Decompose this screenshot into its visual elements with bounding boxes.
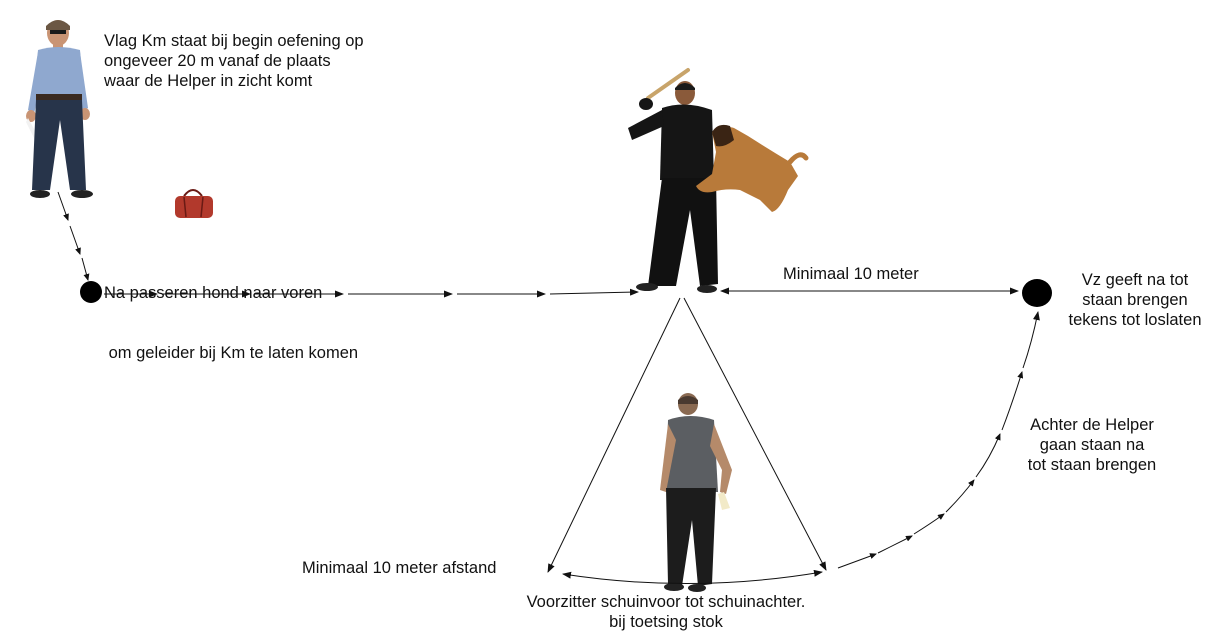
judge-note-line-3: tekens tot loslaten: [1068, 311, 1202, 329]
distance-label-bottom: Minimaal 10 meter afstand: [302, 559, 497, 577]
behind-helper-note-line-3: tot staan brengen: [1027, 456, 1157, 474]
handler-to-start-arrow: [57, 191, 90, 281]
flag-note-line-2: ongeveer 20 m vanaf de plaats: [104, 52, 331, 70]
flag-note-line-3: waar de Helper in zicht komt: [104, 72, 313, 90]
behind-helper-note-line-1: Achter de Helper: [1030, 416, 1154, 434]
pass-note: Na passeren hond naar voren om geleider …: [104, 243, 358, 383]
judge-note-line-2: staan brengen: [1082, 291, 1188, 309]
distance-label-right: Minimaal 10 meter: [783, 265, 919, 283]
flag-note: Vlag Km staat bij begin oefening op onge…: [104, 31, 364, 91]
behind-helper-note-line-2: gaan staan na: [1039, 436, 1145, 454]
judge-figure: [660, 393, 732, 592]
flag-note-line-1: Vlag Km staat bij begin oefening op: [104, 32, 364, 50]
judge-position-note-line-1: Voorzitter schuinvoor tot schuinachter.: [526, 593, 806, 611]
helper-with-dog-figure: [628, 68, 809, 293]
judge-path-curve: [837, 311, 1040, 569]
judge-position-note-line-2: bij toetsing stok: [609, 613, 723, 631]
judge-position-note: Voorzitter schuinvoor tot schuinachter. …: [496, 592, 836, 632]
start-to-helper-path: [104, 288, 639, 298]
pass-note-line-1: Na passeren hond naar voren: [104, 284, 323, 302]
behind-helper-note: Achter de Helper gaan staan na tot staan…: [992, 415, 1192, 475]
bag-icon: [175, 189, 213, 218]
judge-note: Vz geeft na tot staan brengen tekens tot…: [1050, 270, 1220, 330]
start-point-marker: [80, 281, 102, 303]
judge-note-line-1: Vz geeft na tot: [1081, 271, 1189, 289]
sight-triangle: [547, 297, 827, 573]
bottom-arc-arrow: [562, 569, 823, 585]
handler-figure: [26, 20, 93, 198]
pass-note-line-2: om geleider bij Km te laten komen: [104, 344, 359, 362]
judge-point-marker: [1022, 279, 1052, 307]
